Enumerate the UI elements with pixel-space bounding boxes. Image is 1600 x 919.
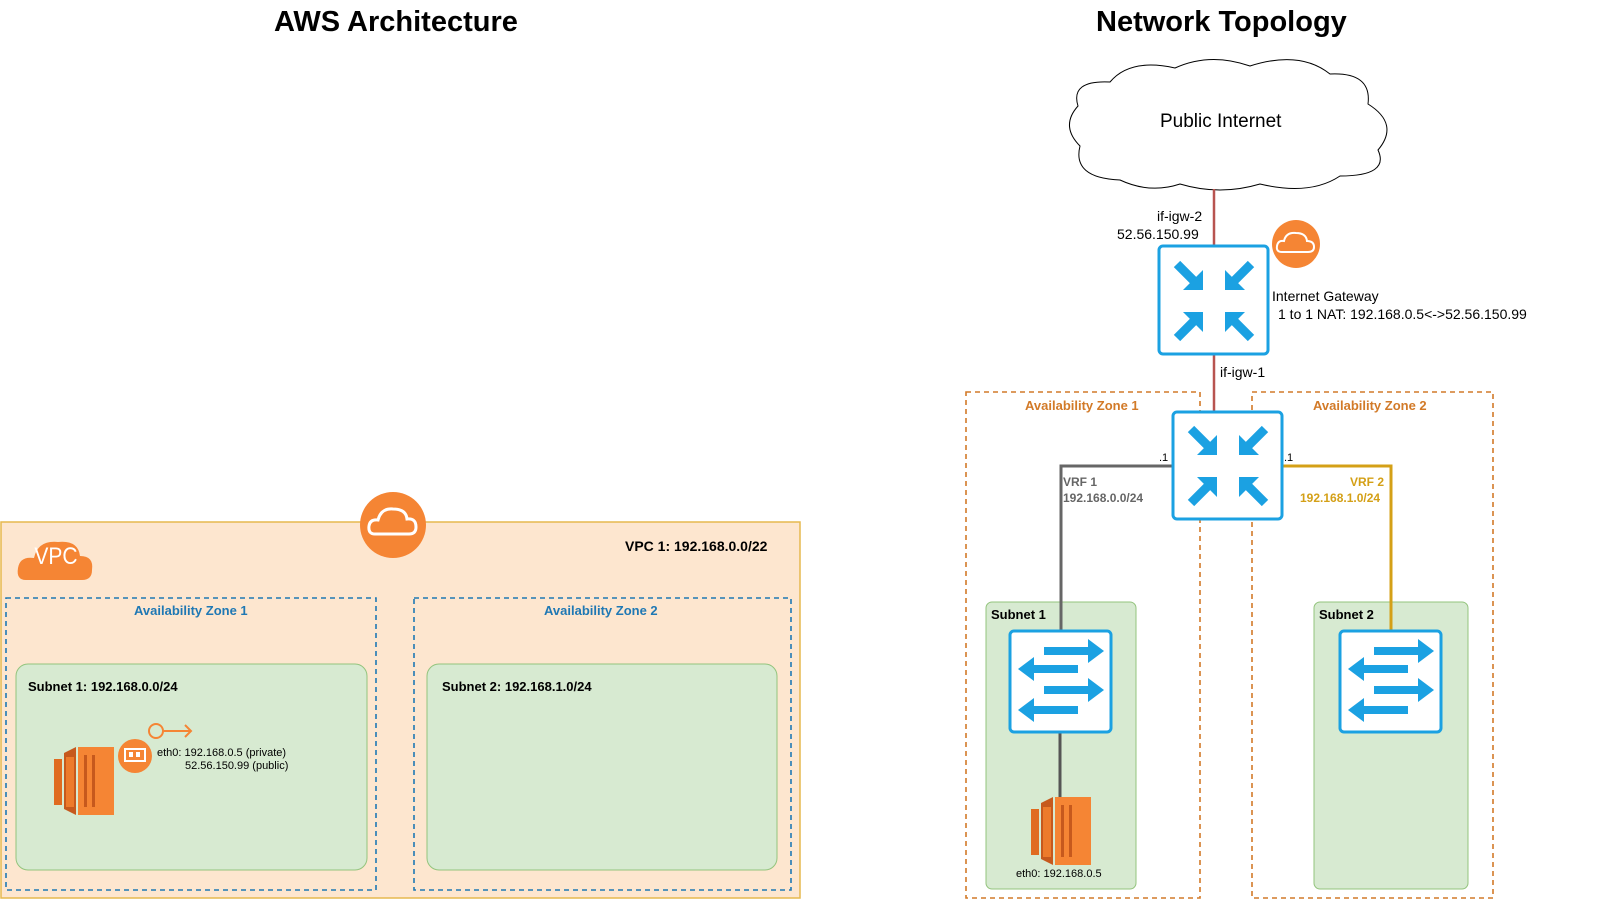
topo-az1-box bbox=[965, 391, 1201, 899]
internet-gateway-router bbox=[1157, 244, 1270, 356]
topo-az1-label: Availability Zone 1 bbox=[1025, 398, 1139, 413]
vrf2-link bbox=[1254, 464, 1393, 632]
aws-architecture-title: AWS Architecture bbox=[274, 6, 518, 38]
elastic-ip-icon bbox=[148, 723, 193, 739]
vpc-cloud-icon bbox=[17, 541, 93, 580]
aws-az2-label: Availability Zone 2 bbox=[544, 603, 658, 618]
port-right-label: .1 bbox=[1284, 452, 1294, 464]
if-igw-2-label: if-igw-2 bbox=[1157, 208, 1203, 224]
public-internet-label: Public Internet bbox=[1160, 111, 1282, 132]
topo-az2-label: Availability Zone 2 bbox=[1313, 398, 1427, 413]
aws-az1-label: Availability Zone 1 bbox=[134, 603, 248, 618]
vrf2-cidr: 192.168.1.0/24 bbox=[1300, 491, 1381, 505]
eni-public-ip: 52.56.150.99 (public) bbox=[185, 760, 289, 772]
vpc-label: VPC 1: 192.168.0.0/22 bbox=[625, 538, 768, 554]
aws-az2-box bbox=[413, 597, 792, 891]
host-interface-label: eth0: 192.168.0.5 bbox=[1016, 868, 1102, 880]
nat-label: 1 to 1 NAT: 192.168.0.5<->52.56.150.99 bbox=[1278, 306, 1527, 322]
topo-subnet1-label: Subnet 1 bbox=[991, 607, 1046, 622]
topo-az2-box bbox=[1251, 391, 1494, 899]
vpc-router bbox=[1171, 410, 1284, 521]
aws-az1-box bbox=[5, 597, 377, 891]
port-left-label: .1 bbox=[1159, 452, 1169, 464]
vrf1-cidr: 192.168.0.0/24 bbox=[1063, 491, 1144, 505]
eni-icon bbox=[118, 739, 152, 773]
network-topology-title: Network Topology bbox=[1096, 6, 1347, 38]
aws-subnet2-label: Subnet 2: 192.168.1.0/24 bbox=[442, 679, 592, 694]
eni-private-ip: eth0: 192.168.0.5 (private) bbox=[157, 747, 287, 759]
vrf1-name: VRF 1 bbox=[1063, 475, 1098, 489]
if-igw-1-label: if-igw-1 bbox=[1220, 364, 1266, 380]
aws-subnet1-box bbox=[15, 663, 368, 871]
vpc-cloud-badge-icon bbox=[360, 492, 426, 558]
topo-subnet2-label: Subnet 2 bbox=[1319, 607, 1374, 622]
vrf1-link bbox=[1059, 464, 1173, 632]
vrf2-name: VRF 2 bbox=[1350, 475, 1385, 489]
if-igw-2-ip: 52.56.150.99 bbox=[1117, 226, 1199, 242]
internet-gateway-label: Internet Gateway bbox=[1272, 288, 1379, 304]
aws-subnet1-label: Subnet 1: 192.168.0.0/24 bbox=[28, 679, 178, 694]
public-internet-cloud bbox=[1069, 58, 1388, 191]
vpc-badge-text: VPC bbox=[34, 543, 78, 570]
aws-subnet2-box bbox=[426, 663, 778, 871]
igw-cloud-badge-icon bbox=[1272, 220, 1320, 268]
